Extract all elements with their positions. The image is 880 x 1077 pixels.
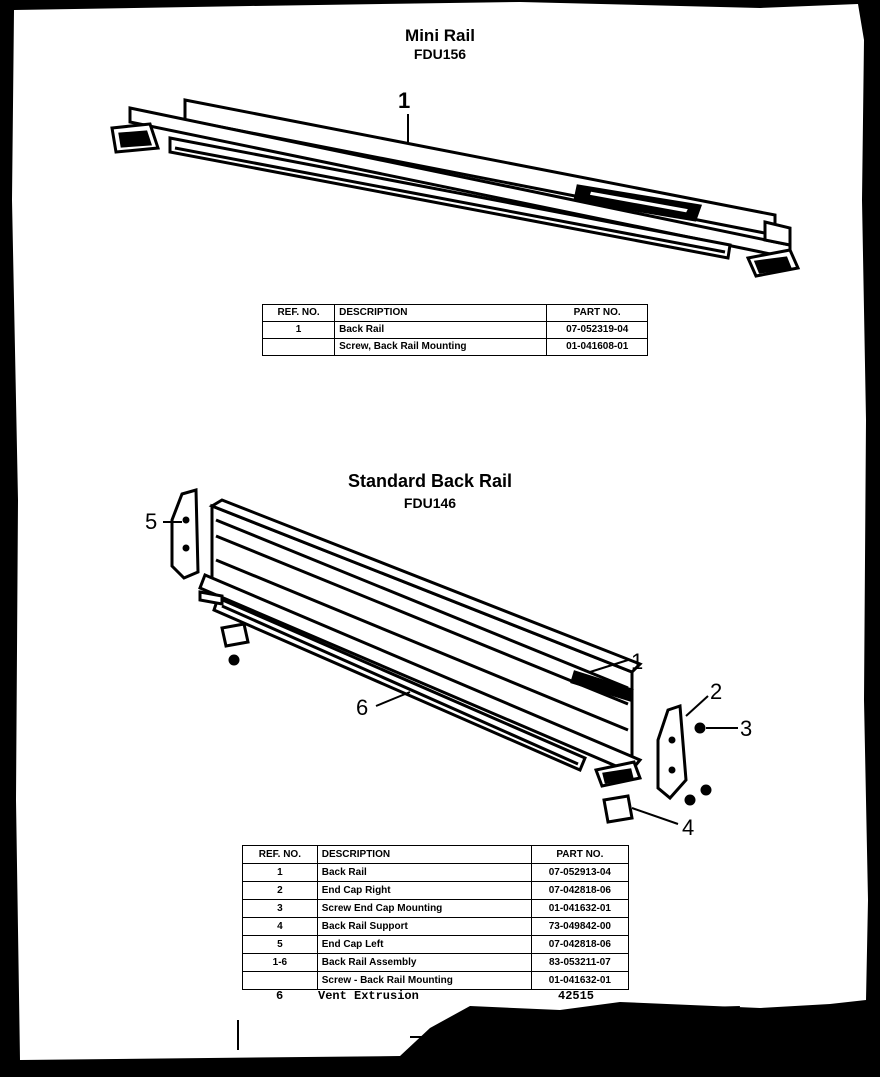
description-cell: Screw - Back Rail Mounting <box>316 971 532 990</box>
callout-5: 5 <box>145 509 158 534</box>
table-row: 1 Back Rail 07-052913-04 <box>242 863 630 882</box>
end-cap-left-part <box>170 488 200 580</box>
mini-rail-callout-1: 1 <box>398 88 411 113</box>
extra-row-ref: 6 <box>276 989 284 1003</box>
part-cell: 07-042818-06 <box>530 935 630 954</box>
table-row: Screw - Back Rail Mounting 01-041632-01 <box>242 971 630 990</box>
callout-leader-lines <box>163 114 738 1050</box>
part-no-header: PART NO. <box>546 304 648 322</box>
end-cap-right-part <box>656 703 688 801</box>
part-no-header: PART NO. <box>530 845 630 864</box>
description-cell: Screw, Back Rail Mounting <box>334 338 548 356</box>
ref-cell: 4 <box>242 917 318 936</box>
description-cell: Back Rail <box>316 863 532 882</box>
table-row: Screw, Back Rail Mounting 01-041608-01 <box>261 338 648 356</box>
table-header-row: REF. NO. DESCRIPTION PART NO. <box>242 845 630 864</box>
ref-cell: 1-6 <box>242 953 318 972</box>
mini-rail-back-rail <box>110 98 801 278</box>
description-cell: End Cap Right <box>316 881 532 900</box>
part-cell: 01-041608-01 <box>546 338 648 356</box>
ref-cell <box>242 971 318 990</box>
callout-2: 2 <box>710 679 723 704</box>
description-header: DESCRIPTION <box>334 304 548 322</box>
mini-rail-model: FDU156 <box>413 46 467 62</box>
table-row: 3 Screw End Cap Mounting 01-041632-01 <box>242 899 630 918</box>
ref-cell: 3 <box>242 899 318 918</box>
callout-1: 1 <box>631 649 644 674</box>
standard-back-rail <box>198 498 643 788</box>
ref-cell: 5 <box>242 935 318 954</box>
ref-cell: 2 <box>242 881 318 900</box>
standard-back-rail-model: FDU146 <box>403 495 457 511</box>
standard-back-rail-parts-table: REF. NO. DESCRIPTION PART NO. 1 Back Rai… <box>242 845 630 990</box>
table-row: 2 End Cap Right 07-042818-06 <box>242 881 630 900</box>
description-cell: Screw End Cap Mounting <box>316 899 532 918</box>
description-cell: End Cap Left <box>316 935 532 954</box>
back-rail-supports <box>220 622 712 824</box>
ref-cell: 1 <box>242 863 318 882</box>
callout-3: 3 <box>740 716 753 741</box>
description-cell: Back Rail Assembly <box>316 953 532 972</box>
callout-6: 6 <box>356 695 369 720</box>
extra-row-part: 42515 <box>558 989 595 1003</box>
ref-no-header: REF. NO. <box>242 845 318 864</box>
scan-noise <box>410 1006 800 1056</box>
table-row: 1 Back Rail 07-052319-04 <box>261 321 648 339</box>
part-cell: 01-041632-01 <box>530 899 630 918</box>
part-cell: 07-052319-04 <box>546 321 648 339</box>
ref-no-header: REF. NO. <box>261 304 336 322</box>
description-cell: Back Rail Support <box>316 917 532 936</box>
mini-rail-parts-table: REF. NO. DESCRIPTION PART NO. 1 Back Rai… <box>261 304 648 356</box>
table-row: 4 Back Rail Support 73-049842-00 <box>242 917 630 936</box>
part-cell: 07-052913-04 <box>530 863 630 882</box>
mini-rail-title: Mini Rail <box>405 26 475 45</box>
part-cell: 07-042818-06 <box>530 881 630 900</box>
description-cell: Back Rail <box>334 321 548 339</box>
ref-cell <box>261 338 336 356</box>
standard-back-rail-title: Standard Back Rail <box>347 471 513 491</box>
table-row: 1-6 Back Rail Assembly 83-053211-07 <box>242 953 630 972</box>
callout-4: 4 <box>682 815 695 840</box>
part-cell: 73-049842-00 <box>530 917 630 936</box>
part-cell: 01-041632-01 <box>530 971 630 990</box>
description-header: DESCRIPTION <box>316 845 532 864</box>
extra-row-description: Vent Extrusion <box>318 989 419 1003</box>
table-row: 5 End Cap Left 07-042818-06 <box>242 935 630 954</box>
table-header-row: REF. NO. DESCRIPTION PART NO. <box>261 304 648 322</box>
ref-cell: 1 <box>261 321 336 339</box>
part-cell: 83-053211-07 <box>530 953 630 972</box>
